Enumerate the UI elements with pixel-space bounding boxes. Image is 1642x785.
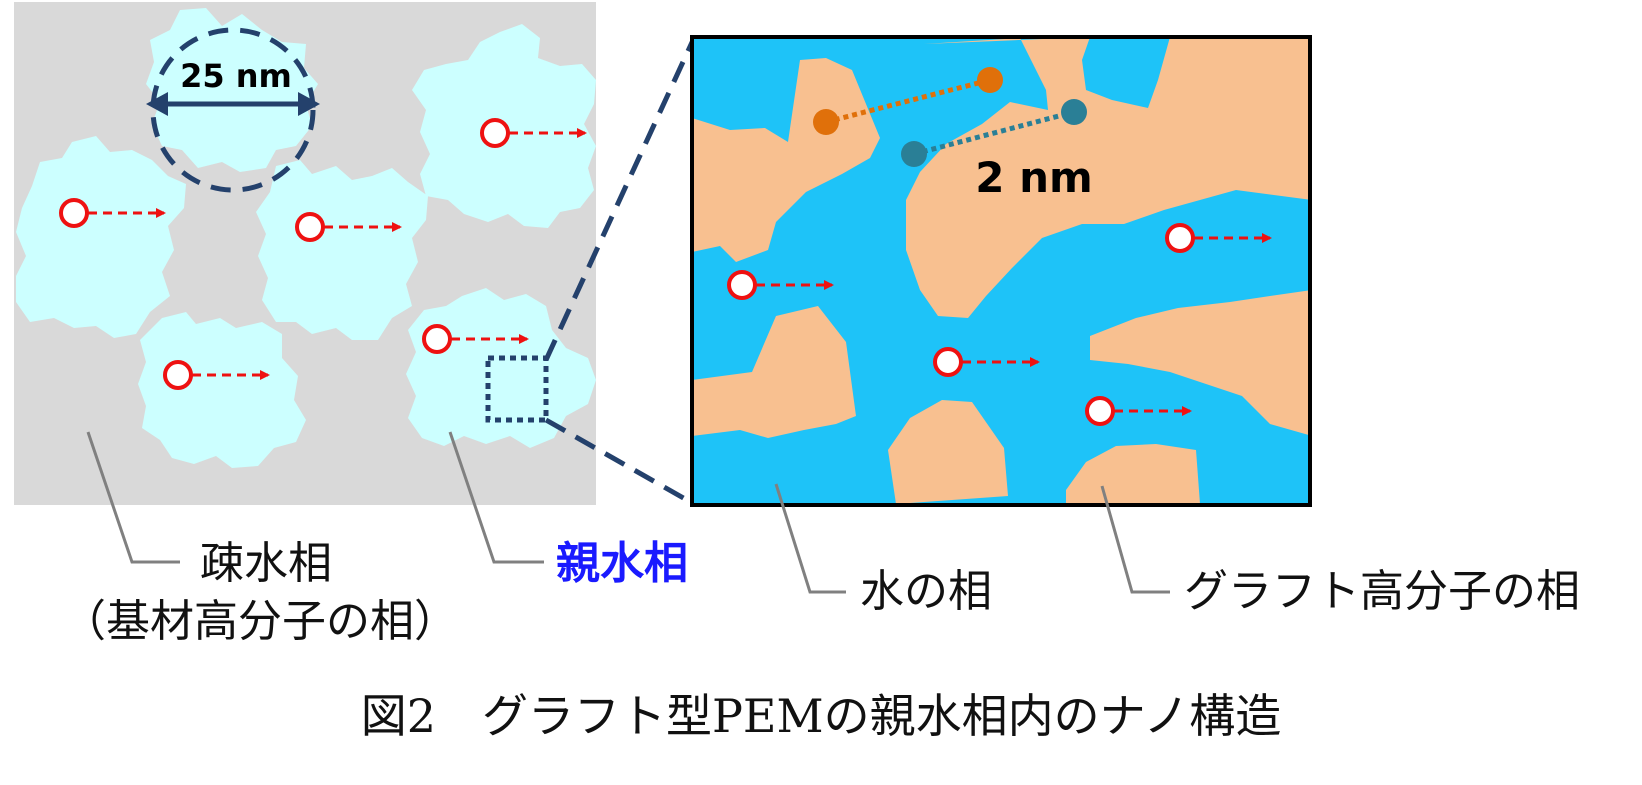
orange-dot [813, 109, 839, 135]
hydrophilic-cluster [138, 312, 306, 468]
teal-dot [1061, 99, 1087, 125]
hydrophobic-phase-label: 疎水相 [200, 542, 332, 586]
domain-size-label: 25 nm [180, 57, 292, 95]
teal-dot [901, 141, 927, 167]
hydrophilic-phase-label: 親水相 [556, 542, 688, 586]
orange-dot [977, 67, 1003, 93]
nano-size-label: 2 nm [975, 153, 1093, 202]
hydrophobic-phase-sublabel: （基材高分子の相） [62, 600, 458, 644]
zoom-panel-content [692, 37, 1312, 505]
figure-caption: 図2 グラフト型PEMの親水相内のナノ構造 [0, 680, 1642, 746]
water-phase-label: 水の相 [860, 570, 992, 614]
graft-phase-label: グラフト高分子の相 [1184, 570, 1580, 614]
